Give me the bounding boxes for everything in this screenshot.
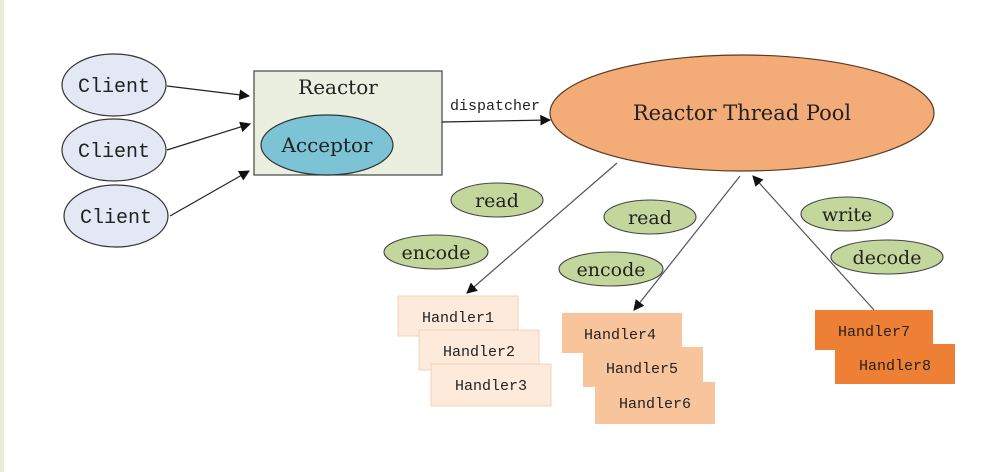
client-node: Client [61, 118, 167, 182]
operation-read: read [603, 199, 697, 235]
client-arrow [166, 85, 251, 101]
dispatcher-label: dispatcher [450, 98, 540, 115]
acceptor-label: Acceptor [280, 133, 373, 157]
handler7-to-pool-arrow [752, 175, 875, 311]
operation-decode: decode [830, 239, 944, 275]
handler-group-3: Handler7 Handler8 [815, 310, 955, 384]
handler-group-2: Handler4 Handler5 Handler6 [562, 313, 715, 424]
pool-to-handler1-arrow [466, 162, 618, 294]
reactor-label: Reactor [298, 75, 378, 99]
thread-pool-node: Reactor Thread Pool [549, 54, 935, 172]
handler-label: Handler5 [606, 361, 678, 378]
client-label: Client [80, 207, 152, 230]
svg-text:write: write [822, 204, 872, 226]
acceptor-node [260, 114, 394, 176]
left-border-strip [0, 0, 4, 472]
client-label: Client [78, 141, 150, 164]
pool-to-handler4-arrow [633, 175, 741, 311]
svg-text:read: read [628, 207, 672, 229]
handler-group-1: Handler1 Handler2 Handler3 [397, 295, 552, 407]
client-arrow [166, 121, 252, 151]
reactor-box: Reactor Acceptor [253, 70, 443, 176]
client-label: Client [78, 76, 150, 99]
handler-label: Handler2 [443, 344, 515, 361]
handler-label: Handler7 [838, 324, 910, 341]
handler-label: Handler3 [455, 378, 527, 395]
handler-label: Handler6 [619, 396, 691, 413]
client-node: Client [63, 184, 169, 248]
handler-label: Handler4 [584, 327, 656, 344]
handler-label: Handler8 [859, 358, 931, 375]
svg-text:read: read [475, 190, 519, 212]
svg-text:encode: encode [577, 259, 646, 281]
operation-encode: encode [383, 234, 489, 270]
handler-label: Handler1 [422, 310, 494, 327]
dispatcher-arrow [441, 114, 552, 126]
thread-pool-label: Reactor Thread Pool [633, 101, 852, 125]
operation-read: read [450, 182, 544, 218]
svg-text:decode: decode [853, 247, 922, 269]
client-node: Client [61, 53, 167, 117]
svg-text:encode: encode [402, 242, 471, 264]
client-arrow [169, 170, 250, 217]
operation-encode: encode [558, 251, 664, 287]
operation-write: write [800, 196, 894, 232]
